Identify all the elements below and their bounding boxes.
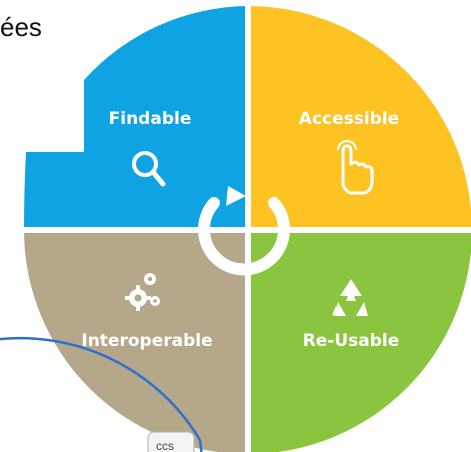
quadrant-findable — [24, 6, 248, 230]
reusable-label: Re-Usable — [303, 331, 400, 351]
quadrant-interoperable — [24, 230, 248, 452]
accessible-label: Accessible — [299, 109, 399, 129]
annotation-circle — [0, 336, 202, 441]
recycle-icon — [332, 279, 368, 316]
cycle-arrow-icon — [198, 186, 290, 276]
findable-label: Findable — [109, 109, 192, 129]
partial-button-label: ccs — [156, 439, 174, 452]
interoperable-label: Interoperable — [81, 331, 212, 351]
partial-button[interactable]: ccs — [147, 431, 195, 452]
partial-heading-text: ées — [0, 12, 42, 42]
magnifier-icon — [132, 151, 166, 187]
quadrant-accessible — [248, 6, 471, 230]
hand-pointer-icon — [337, 140, 374, 195]
annotation-circle-right — [198, 439, 203, 452]
quadrant-reusable — [248, 230, 471, 452]
gears-icon — [125, 273, 160, 311]
